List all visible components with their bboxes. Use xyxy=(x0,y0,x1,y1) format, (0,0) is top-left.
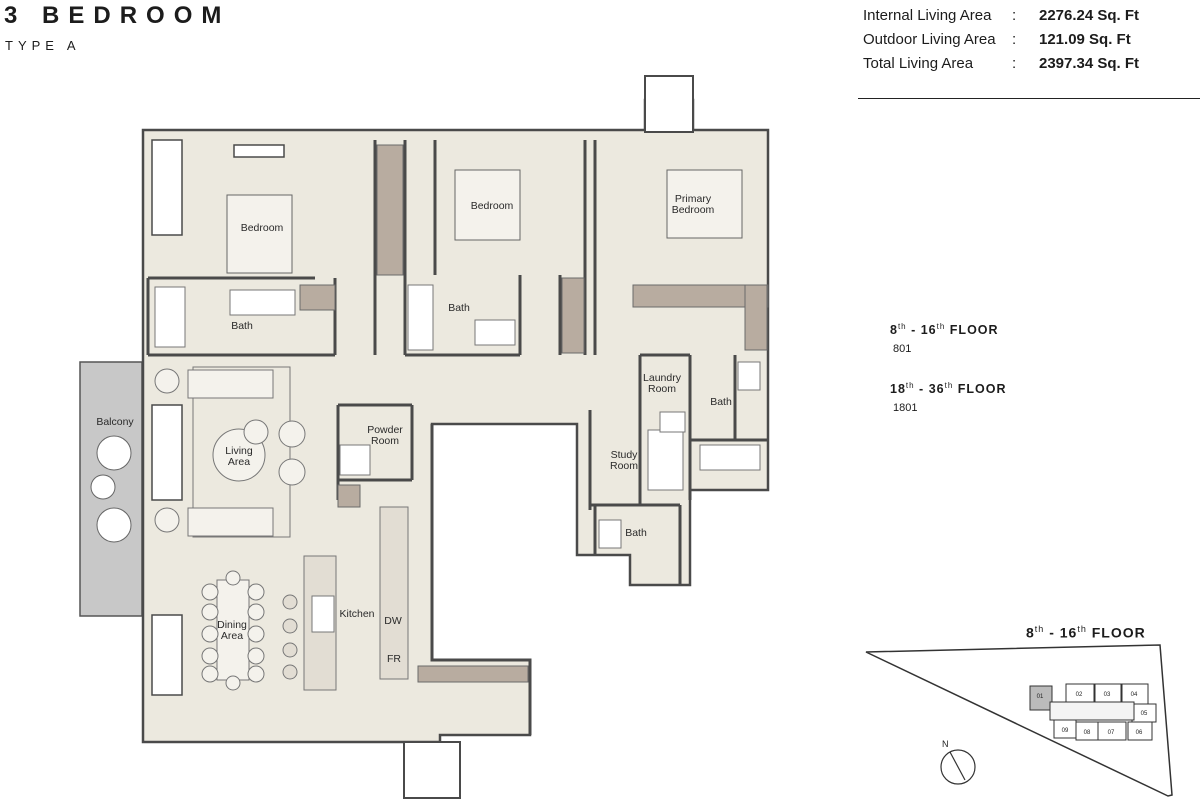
area-separator: : xyxy=(1012,7,1017,24)
room-label-laundry-room: Laundry xyxy=(643,372,682,384)
room-label-kitchen: Kitchen xyxy=(339,608,374,620)
dining-set xyxy=(201,570,265,691)
key-unit-number: 03 xyxy=(1104,692,1111,698)
unit-number: 1801 xyxy=(893,402,918,414)
top-stub xyxy=(644,75,694,133)
area-value: 121.09 Sq. Ft xyxy=(1039,31,1131,48)
area-value: 2397.34 Sq. Ft xyxy=(1039,55,1140,72)
key-unit-highlight xyxy=(1029,685,1053,711)
room-label-laundry-room: Room xyxy=(648,383,676,395)
appliance-label-fr: FR xyxy=(387,653,401,665)
room-label-bath: Bath xyxy=(448,302,470,314)
window-frames xyxy=(151,139,285,696)
room-label-bedroom: Bedroom xyxy=(471,200,514,212)
area-value: 2276.24 Sq. Ft xyxy=(1039,7,1140,24)
key-unit-number: 07 xyxy=(1108,730,1115,736)
room-label-balcony: Balcony xyxy=(96,416,134,428)
room-label-bath: Bath xyxy=(231,320,253,332)
room-label-primary-bedroom: Primary xyxy=(675,193,712,205)
living-furniture xyxy=(154,366,306,538)
header-divider xyxy=(858,98,1200,99)
page-subtitle: TYPE A xyxy=(5,38,81,53)
room-label-dining-area: Area xyxy=(221,630,243,642)
key-plan-site-outline xyxy=(865,644,1173,797)
room-label-bath: Bath xyxy=(625,527,647,539)
floor-range-label: 18th - 36th FLOOR xyxy=(890,381,1007,397)
north-label: N xyxy=(942,739,949,749)
north-arrow-icon xyxy=(949,751,966,781)
room-label-powder-room: Room xyxy=(371,435,399,447)
kitchen-counters xyxy=(282,506,409,691)
room-label-living-area: Area xyxy=(228,456,250,468)
courtyard-wall xyxy=(430,424,532,735)
compass-icon xyxy=(940,749,976,785)
area-separator: : xyxy=(1012,31,1017,48)
room-label-study-room: Room xyxy=(610,460,638,472)
joinery xyxy=(299,144,769,683)
room-label-bath: Bath xyxy=(710,396,732,408)
unit-number: 801 xyxy=(893,343,912,355)
area-label: Total Living Area xyxy=(863,55,974,72)
key-unit-number: 02 xyxy=(1076,692,1083,698)
room-label-living-area: Living xyxy=(225,445,253,457)
room-label-powder-room: Powder xyxy=(367,424,403,436)
room-label-primary-bedroom: Bedroom xyxy=(672,204,715,216)
page-title: 3 BEDROOM xyxy=(4,2,231,29)
key-unit-number: 04 xyxy=(1131,692,1138,698)
key-unit-number: 06 xyxy=(1136,730,1143,736)
appliance-label-dw: DW xyxy=(384,615,402,627)
room-label-bedroom: Bedroom xyxy=(241,222,284,234)
area-separator: : xyxy=(1012,55,1017,72)
room-label-dining-area: Dining xyxy=(217,619,247,631)
beds xyxy=(226,169,743,274)
key-plan: 01 02 03 04 05 06 07 08 09 N xyxy=(865,644,1173,797)
key-unit-number: 09 xyxy=(1062,728,1069,734)
key-unit-number: 08 xyxy=(1084,730,1091,736)
area-label: Internal Living Area xyxy=(863,7,992,24)
key-plan-title: 8th - 16th FLOOR xyxy=(1026,624,1146,641)
floor-range-label: 8th - 16th FLOOR xyxy=(890,322,999,338)
area-label: Outdoor Living Area xyxy=(863,31,996,48)
bath-fixtures xyxy=(154,284,761,549)
interior-walls xyxy=(146,140,768,585)
room-label-study-room: Study xyxy=(611,449,639,461)
balcony-furniture xyxy=(90,435,132,543)
bottom-stub xyxy=(403,741,461,799)
key-unit-number: 05 xyxy=(1141,711,1148,717)
key-unit-number: 01 xyxy=(1037,694,1044,700)
